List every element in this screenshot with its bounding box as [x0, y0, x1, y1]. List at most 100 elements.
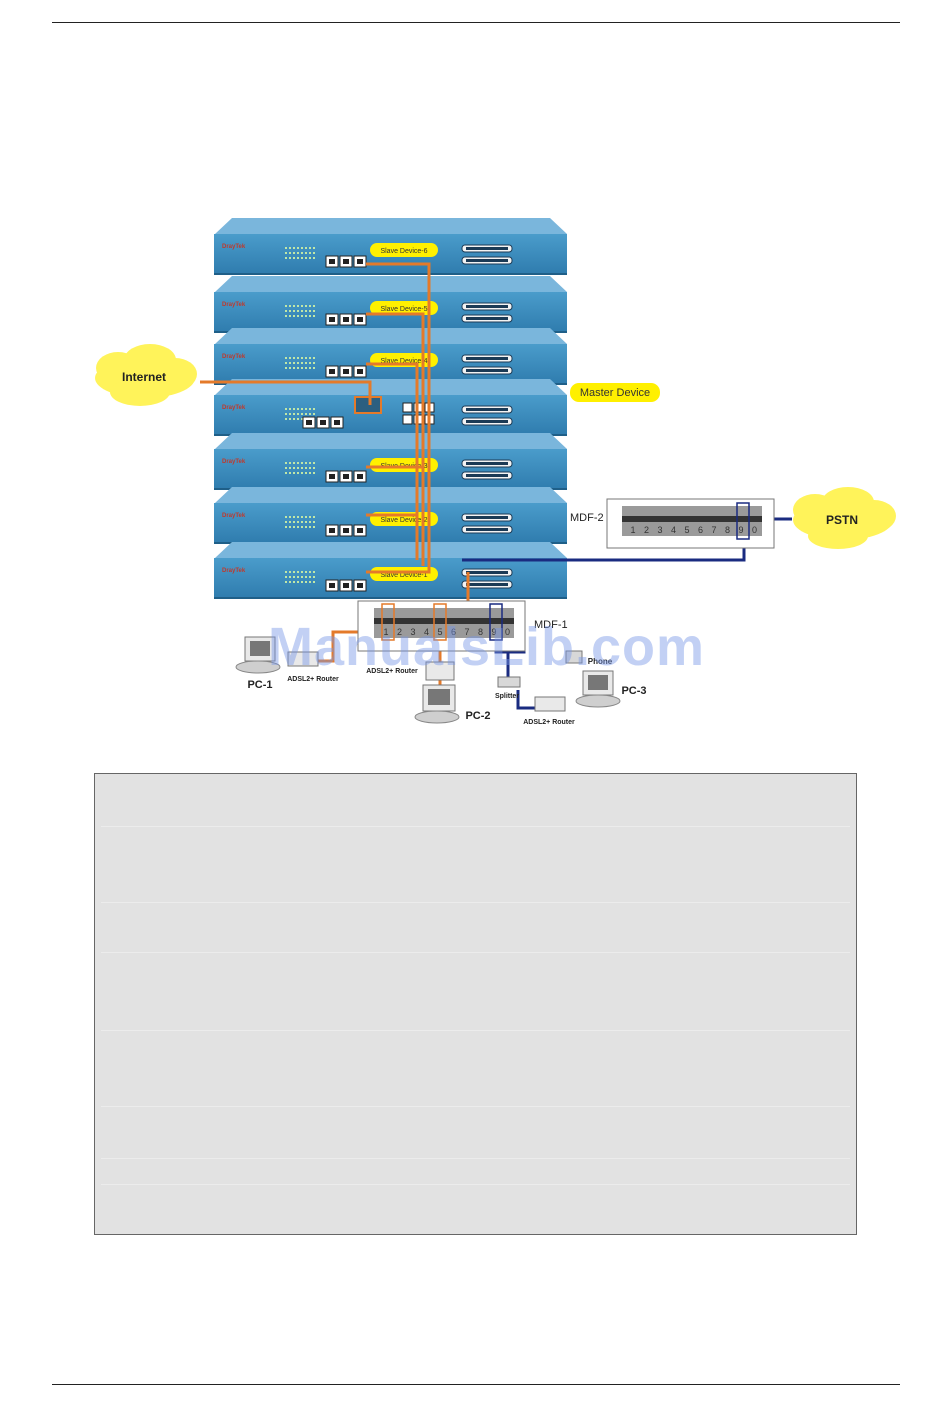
status-led: [309, 413, 311, 415]
status-led: [301, 408, 303, 410]
pc-3-label: PC-3: [621, 685, 646, 697]
status-led: [301, 257, 303, 259]
mdf-port-number: 0: [752, 525, 757, 535]
status-led: [313, 581, 315, 583]
status-led: [301, 571, 303, 573]
status-led: [301, 472, 303, 474]
status-led: [289, 516, 291, 518]
status-led: [297, 526, 299, 528]
mdf-port-number: 2: [397, 627, 402, 637]
status-led: [289, 571, 291, 573]
status-led: [285, 467, 287, 469]
mdf-port-number: 7: [464, 627, 469, 637]
mdf-port-number: 1: [383, 627, 388, 637]
status-led: [301, 315, 303, 317]
master-device-callout: Master Device: [570, 383, 660, 402]
status-led: [293, 526, 295, 528]
status-led: [305, 516, 307, 518]
status-led: [305, 576, 307, 578]
status-led: [301, 467, 303, 469]
status-led: [305, 472, 307, 474]
internet-label: Internet: [122, 370, 166, 384]
status-led: [293, 413, 295, 415]
stack-port: [402, 402, 413, 413]
status-led: [289, 310, 291, 312]
status-led: [301, 357, 303, 359]
status-led: [309, 467, 311, 469]
status-led: [297, 247, 299, 249]
status-led: [313, 467, 315, 469]
status-led: [293, 516, 295, 518]
status-led: [289, 576, 291, 578]
note-band: [101, 952, 850, 953]
status-led: [305, 310, 307, 312]
status-led: [289, 462, 291, 464]
status-led: [305, 247, 307, 249]
status-led: [301, 252, 303, 254]
status-led: [285, 257, 287, 259]
status-led: [297, 413, 299, 415]
status-led: [285, 252, 287, 254]
status-led: [285, 516, 287, 518]
status-led: [289, 315, 291, 317]
status-led: [305, 408, 307, 410]
status-led: [289, 362, 291, 364]
status-led: [313, 305, 315, 307]
status-led: [293, 252, 295, 254]
status-led: [293, 472, 295, 474]
router-right: ADSL2+ Router: [523, 696, 575, 726]
mdf-port-number: 6: [451, 627, 456, 637]
status-led: [297, 252, 299, 254]
status-led: [309, 576, 311, 578]
status-led: [297, 467, 299, 469]
status-led: [293, 581, 295, 583]
slave-device-label: Slave Device-2: [380, 517, 427, 524]
status-led: [313, 516, 315, 518]
status-led: [289, 367, 291, 369]
status-led: [313, 247, 315, 249]
status-led: [313, 576, 315, 578]
mdf-port-number: 7: [711, 525, 716, 535]
status-led: [309, 462, 311, 464]
status-led: [297, 315, 299, 317]
status-led: [301, 462, 303, 464]
slave-label-badge: [370, 243, 438, 257]
mdf-port-number: 8: [725, 525, 730, 535]
brand-logo: DrayTek: [222, 513, 246, 519]
pc-1-label: PC-1: [247, 679, 272, 691]
pstn-cloud: PSTN: [793, 487, 896, 549]
status-led: [301, 418, 303, 420]
pc-1: PC-1: [235, 636, 281, 691]
status-led: [293, 408, 295, 410]
status-led: [305, 362, 307, 364]
mdf-port-number: 5: [437, 627, 442, 637]
status-led: [305, 305, 307, 307]
status-led: [289, 408, 291, 410]
status-led: [285, 462, 287, 464]
status-led: [309, 362, 311, 364]
brand-logo: DrayTek: [222, 354, 246, 360]
status-led: [313, 315, 315, 317]
slave-device-label: Slave Device-4: [380, 358, 427, 365]
status-led: [297, 362, 299, 364]
status-led: [297, 462, 299, 464]
footer-rule: [52, 1384, 900, 1385]
slave-device-label: Slave Device-1: [380, 572, 427, 579]
status-led: [297, 576, 299, 578]
status-led: [285, 472, 287, 474]
status-led: [301, 413, 303, 415]
note-box: [94, 773, 857, 1235]
status-led: [285, 367, 287, 369]
status-led: [285, 362, 287, 364]
status-led: [301, 305, 303, 307]
mdf-port-number: 5: [684, 525, 689, 535]
status-led: [293, 571, 295, 573]
status-led: [285, 581, 287, 583]
router-left-label: ADSL2+ Router: [287, 676, 339, 683]
status-led: [313, 357, 315, 359]
